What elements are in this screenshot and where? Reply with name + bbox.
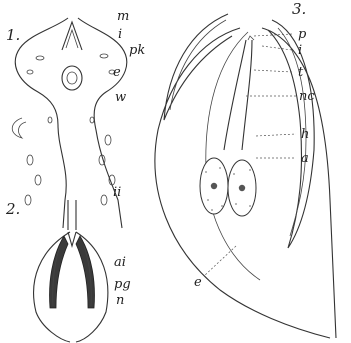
figure-3-label-h: h bbox=[301, 127, 309, 142]
figure-1-label-m: m bbox=[117, 9, 129, 24]
figure-1-label-e: e bbox=[113, 65, 121, 80]
figure-3-nucleus-right bbox=[239, 185, 245, 191]
figure-3-label-i: i bbox=[298, 43, 302, 58]
figure-1-label-pk: pk bbox=[129, 43, 145, 58]
figure-1-micropyle bbox=[62, 22, 82, 50]
figure-2-label-n: n bbox=[116, 293, 124, 308]
figure-2-label-ai: ai bbox=[114, 255, 126, 270]
figure-1-nucellus bbox=[62, 66, 82, 90]
figure-3: 3. bbox=[155, 0, 336, 338]
figure-1-number: 1. bbox=[6, 26, 20, 44]
figure-3-label-e: e bbox=[194, 275, 202, 290]
figure-3-left-wing bbox=[164, 14, 232, 120]
figure-1-left-flap bbox=[12, 118, 26, 138]
figure-1-nucleus bbox=[67, 72, 77, 84]
figure-3-inner-integument bbox=[206, 32, 260, 280]
figure-2-apex bbox=[68, 232, 76, 246]
figure-3-label-nc: nc bbox=[299, 89, 315, 104]
figure-2-number: 2. bbox=[5, 200, 20, 218]
figure-3-pore bbox=[248, 36, 254, 40]
figure-3-label-t: t bbox=[298, 65, 304, 80]
figure-3-label-a: a bbox=[301, 151, 309, 166]
figure-3-number: 3. bbox=[292, 0, 306, 18]
figure-1: 1. m i pk e bbox=[6, 9, 145, 230]
figure-3-left-wing-inner bbox=[170, 20, 226, 110]
figure-1-outline bbox=[15, 18, 126, 228]
figure-3-nucleus-left bbox=[211, 183, 217, 189]
figure-1-label-i: i bbox=[118, 27, 122, 42]
figure-3-label-p: p bbox=[298, 27, 307, 42]
figure-2-outline bbox=[34, 232, 108, 342]
figure-1-label-ii: ii bbox=[113, 185, 121, 200]
figure-1-label-w: w bbox=[115, 90, 126, 105]
figure-3-thread-left bbox=[224, 40, 246, 150]
figure-1-stalk bbox=[68, 200, 76, 230]
figure-2-label-pg: pg bbox=[114, 277, 131, 292]
figure-3-thread-right bbox=[242, 40, 252, 150]
figure-1-scattered-cells bbox=[25, 54, 115, 205]
